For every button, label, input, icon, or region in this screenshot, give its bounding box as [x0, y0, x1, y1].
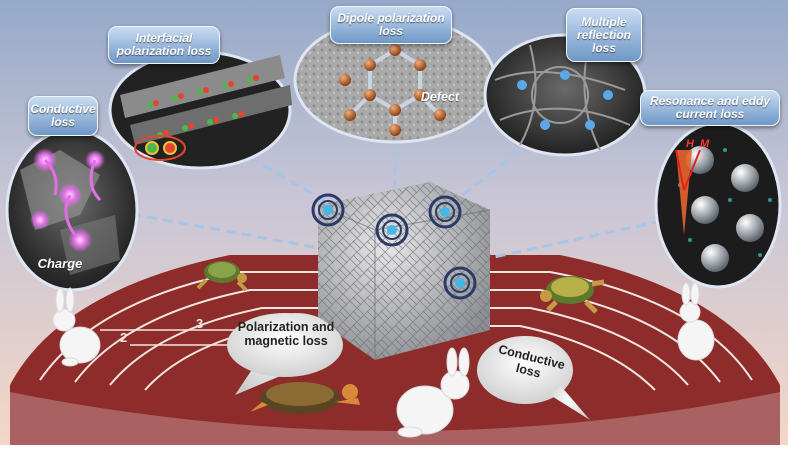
- right-speech-bubble: [477, 336, 590, 420]
- field-h-symbol: H: [686, 138, 695, 150]
- lane-number-2: 2: [120, 330, 127, 345]
- dipole-polarization-tag: Dipole polarization loss: [330, 6, 452, 44]
- interfacial-polarization-panel: [108, 50, 292, 170]
- resonance-eddy-tag: Resonance and eddy current loss: [640, 90, 780, 126]
- turtle-icon-top-left: [196, 261, 248, 292]
- multiple-reflection-tag: Multiple reflection loss: [566, 8, 642, 62]
- turtle-icon-right: [540, 276, 605, 314]
- charge-label: Charge: [37, 256, 83, 271]
- left-speech-bubble: [227, 313, 343, 395]
- field-m-symbol: M: [700, 138, 710, 150]
- absorption-rings: [311, 193, 477, 300]
- turtle-icon-bottom: [250, 382, 360, 414]
- left-bubble-text: Polarization and magnetic loss: [237, 320, 335, 348]
- rabbit-icon-right: [677, 282, 715, 361]
- rabbit-icon-bottom: [396, 347, 470, 438]
- defect-label: Defect: [420, 90, 460, 104]
- interfacial-polarization-tag: Interfacial polarization loss: [108, 26, 220, 64]
- lane-number-3: 3: [196, 316, 203, 331]
- rabbit-icon-left: [52, 287, 101, 367]
- resonance-eddy-panel: [654, 121, 782, 289]
- conductive-loss-tag: Conductive loss: [28, 96, 98, 136]
